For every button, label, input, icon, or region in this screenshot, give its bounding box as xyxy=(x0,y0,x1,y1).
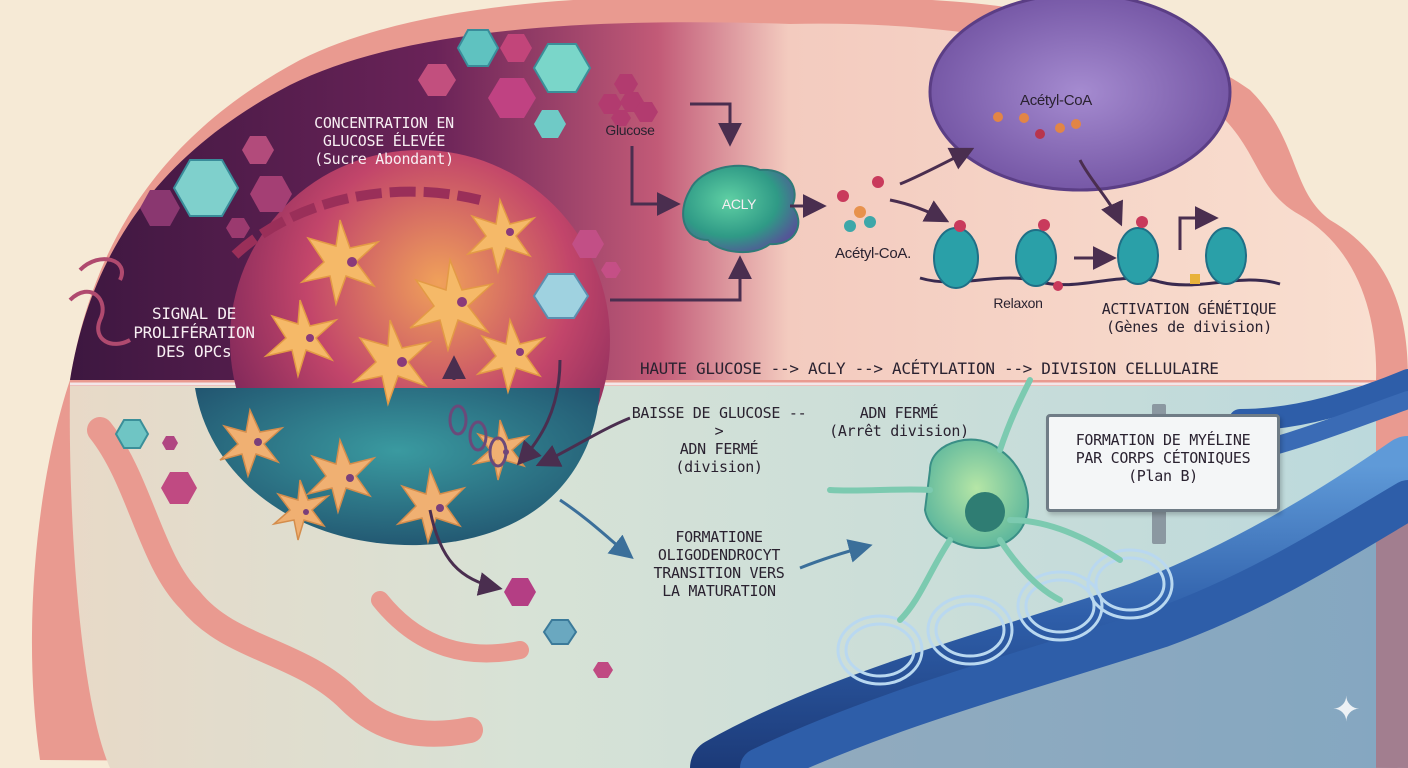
gene-activation-label: ACTIVATION GÉNÉTIQUE (Gènes de division) xyxy=(1082,300,1296,336)
formation-line-4: LA MATURATION xyxy=(662,582,776,600)
closed-dna-label: ADN FERMÉ (Arrêt division) xyxy=(826,404,972,440)
low-glucose-line-3: (division) xyxy=(675,458,763,476)
sign-line-3: (Plan B) xyxy=(1128,467,1198,485)
sign-line-2: PAR CORPS CÉTONIQUES xyxy=(1075,449,1251,467)
myelin-coils xyxy=(836,548,1174,686)
pathway-summary: HAUTE GLUCOSE --> ACLY --> ACÉTYLATION -… xyxy=(640,359,1219,378)
astrocyte-cluster-top xyxy=(263,197,547,407)
low-glucose-line-1: BAISSE DE GLUCOSE --> xyxy=(631,404,807,440)
glucose-label: Glucose xyxy=(605,122,655,138)
signal-line-1: SIGNAL DE xyxy=(152,304,236,323)
signal-line-2: PROLIFÉRATION xyxy=(133,323,255,343)
closed-dna-line-1: ADN FERMÉ xyxy=(859,404,939,422)
activation-line-2: (Gènes de division) xyxy=(1106,318,1272,336)
low-glucose-line-2: ADN FERMÉ xyxy=(679,440,759,458)
glucose-crystals xyxy=(114,29,658,678)
formation-line-3: TRANSITION VERS xyxy=(653,564,785,582)
oligodendrocyte-cell xyxy=(827,377,1123,623)
acetyl-coa-nucleus-label: Acétyl-CoA xyxy=(1019,92,1093,109)
glucose-high-line-3: (Sucre Abondant) xyxy=(314,150,454,168)
closed-dna-line-2: (Arrêt division) xyxy=(829,422,969,440)
sign-text: FORMATION DE MYÉLINE PAR CORPS CÉTONIQUE… xyxy=(1053,431,1273,485)
acetyl-coa-label: Acétyl-CoA. xyxy=(835,245,911,262)
acly-enzyme xyxy=(682,164,800,254)
acetyl-coa-dots xyxy=(837,112,1081,232)
relaxon-label: Relaxon xyxy=(993,295,1043,311)
acly-label: ACLY xyxy=(721,196,757,212)
low-glucose-label: BAISSE DE GLUCOSE --> ADN FERMÉ (divisio… xyxy=(630,404,808,476)
myelin-plan-b-sign: FORMATION DE MYÉLINE PAR CORPS CÉTONIQUE… xyxy=(1046,414,1280,512)
maturation-label: FORMATIONE OLIGODENDROCYT TRANSITION VER… xyxy=(634,528,804,600)
astrocyte-cluster-bottom xyxy=(219,407,531,545)
sign-line-1: FORMATION DE MYÉLINE xyxy=(1075,431,1251,449)
nucleus xyxy=(930,0,1230,190)
signal-line-3: DES OPCs xyxy=(156,342,232,362)
formation-line-1: FORMATIONE xyxy=(675,528,763,546)
glucose-high-line-2: GLUCOSE ÉLEVÉE xyxy=(322,132,446,150)
activation-line-1: ACTIVATION GÉNÉTIQUE xyxy=(1101,300,1277,318)
sparkle-icon: ✦ xyxy=(1332,691,1361,729)
proliferation-signal-label: SIGNAL DE PROLIFÉRATION DES OPCs xyxy=(124,304,264,362)
nucleosome-icons xyxy=(933,216,1247,291)
glucose-high-line-1: CONCENTRATION EN xyxy=(314,114,454,132)
glucose-high-label: CONCENTRATION EN GLUCOSE ÉLEVÉE (Sucre A… xyxy=(292,114,476,168)
formation-line-2: OLIGODENDROCYT xyxy=(657,546,781,564)
